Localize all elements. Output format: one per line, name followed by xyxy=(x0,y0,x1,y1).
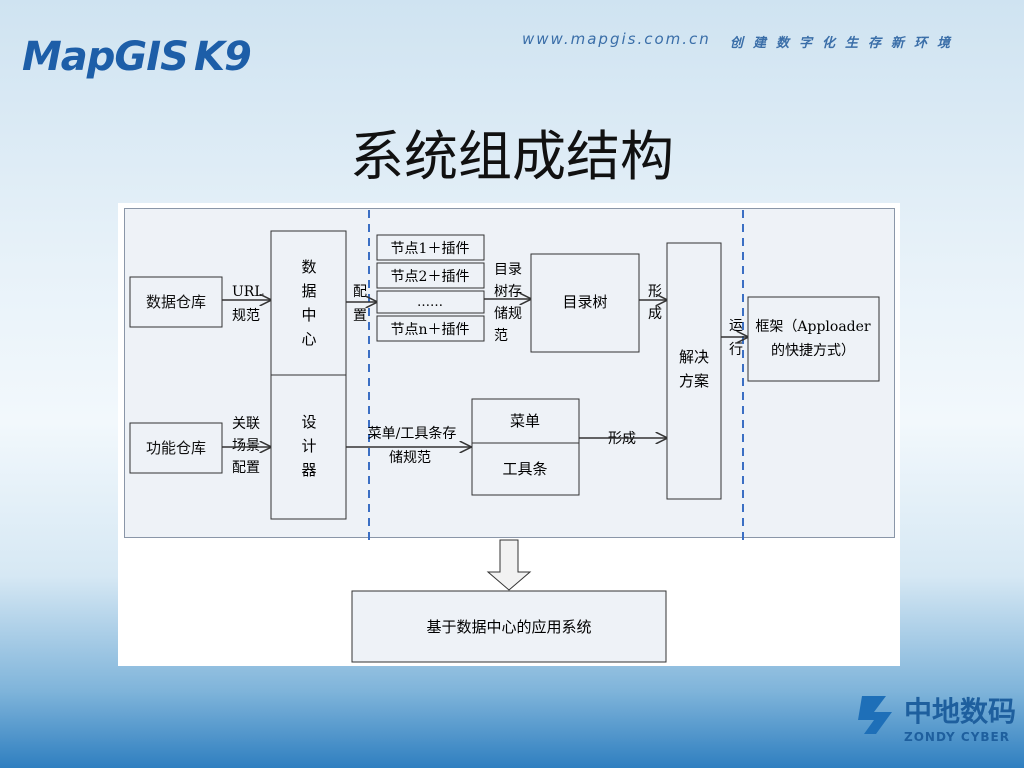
node-box-4 xyxy=(376,315,485,342)
catalog-spec-4: 范 xyxy=(494,327,508,344)
zondy-logo-icon xyxy=(858,696,892,734)
node-label-4: 节点n＋插件 xyxy=(390,322,469,338)
form1-char-1: 形 xyxy=(648,284,662,300)
solution-box xyxy=(666,242,722,500)
assoc-label-2: 场景 xyxy=(232,438,260,454)
down-arrow-icon xyxy=(486,539,532,591)
node-label-2: 节点2＋插件 xyxy=(391,269,470,285)
node-box-2 xyxy=(376,262,485,289)
catalog-tree-label: 目录树 xyxy=(562,293,607,311)
node-box-3 xyxy=(376,290,485,314)
url-spec-label: 规范 xyxy=(232,307,260,324)
designer-char-1: 设 xyxy=(301,413,316,431)
framework-label-2: 的快捷方式） xyxy=(771,343,855,359)
function-warehouse-box xyxy=(129,422,223,474)
form1-char-2: 成 xyxy=(648,306,662,322)
logo-version: K9 xyxy=(193,34,252,80)
logo-text: MapGIS xyxy=(22,34,189,80)
data-center-char-3: 中 xyxy=(301,306,316,324)
run-char-1: 运 xyxy=(729,318,743,334)
config-char-1: 配 xyxy=(353,284,367,300)
designer-char-3: 器 xyxy=(301,461,316,479)
data-center-box xyxy=(270,230,347,376)
framework-label-1: 框架（Apploader xyxy=(755,319,871,335)
slide-title: 系统组成结构 xyxy=(350,125,674,188)
menu-spec-label-2: 储规范 xyxy=(389,449,431,466)
company-name-en: ZONDY CYBER xyxy=(904,730,1010,744)
assoc-label-3: 配置 xyxy=(232,460,260,476)
catalog-tree-box xyxy=(530,253,640,353)
toolbar-label: 工具条 xyxy=(502,460,547,478)
function-warehouse-label: 功能仓库 xyxy=(146,439,206,457)
app-system-box xyxy=(351,590,667,663)
app-system-label: 基于数据中心的应用系统 xyxy=(426,618,591,636)
solution-label-2: 方案 xyxy=(679,372,709,390)
node-box-1 xyxy=(376,234,485,261)
menu-label: 菜单 xyxy=(510,412,540,430)
company-name-cn: 中地数码 xyxy=(904,695,1017,728)
framework-box xyxy=(747,296,880,382)
data-center-char-1: 数 xyxy=(301,258,316,276)
config-char-2: 置 xyxy=(353,308,367,324)
solution-label-1: 解决 xyxy=(679,348,709,366)
data-warehouse-box xyxy=(129,276,223,328)
assoc-label-1: 关联 xyxy=(232,416,260,432)
data-center-char-2: 据 xyxy=(301,282,316,300)
company-logo: 中地数码 ZONDY CYBER xyxy=(856,690,1016,744)
node-label-1: 节点1＋插件 xyxy=(391,241,470,257)
catalog-spec-1: 目录 xyxy=(494,262,522,278)
data-center-char-4: 心 xyxy=(301,330,316,348)
website-url: www.mapgis.com.cn xyxy=(522,30,711,48)
data-warehouse-label: 数据仓库 xyxy=(146,293,206,311)
form2-label: 形成 xyxy=(608,431,636,447)
catalog-spec-3: 储规 xyxy=(494,306,522,322)
designer-char-2: 计 xyxy=(301,437,316,455)
slogan: 创建数字化生存新环境 xyxy=(730,36,961,51)
menu-spec-label-1: 菜单/工具条存 xyxy=(368,425,457,442)
toolbar-box xyxy=(471,442,580,496)
catalog-spec-2: 树存 xyxy=(494,284,522,300)
designer-box xyxy=(270,374,347,520)
node-label-3: …… xyxy=(417,295,443,310)
url-label: URL xyxy=(232,284,264,300)
run-char-2: 行 xyxy=(729,342,743,358)
